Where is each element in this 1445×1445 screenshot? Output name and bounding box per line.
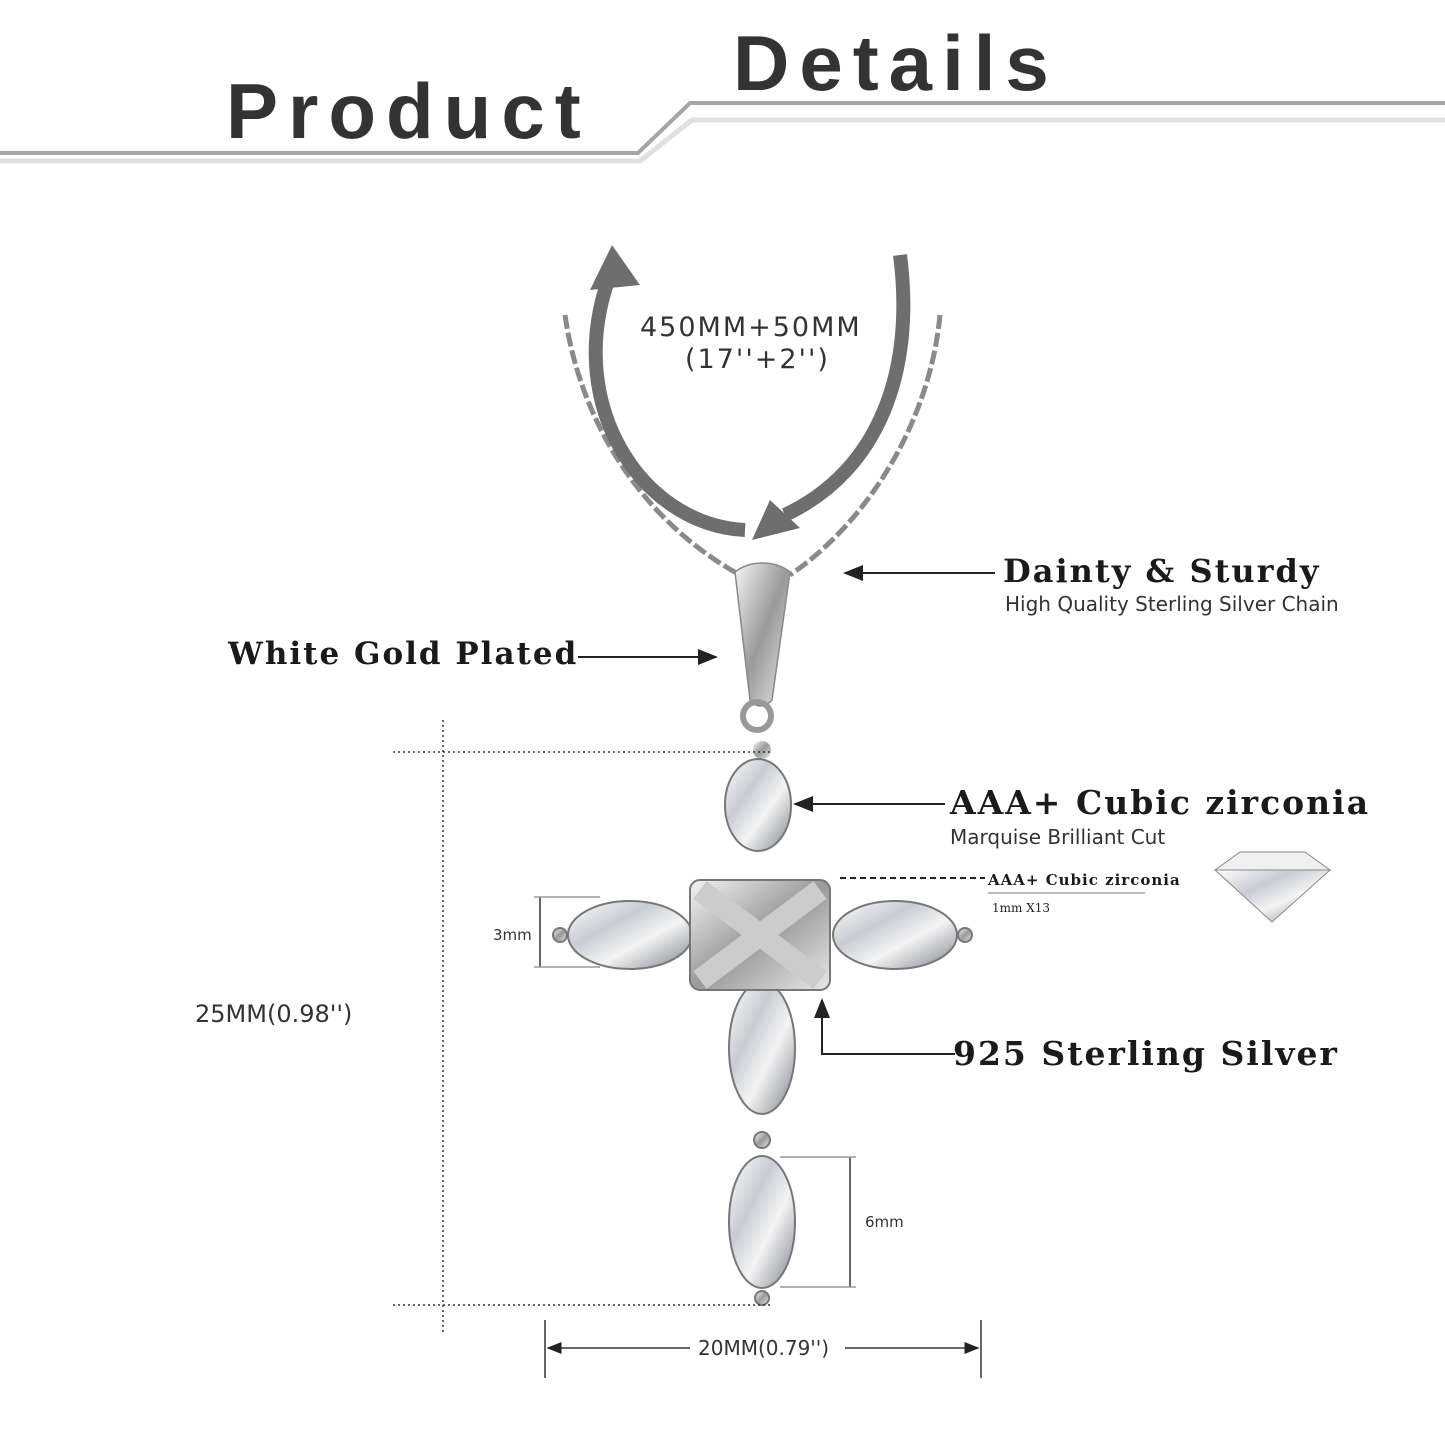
dimension-lines (393, 720, 982, 1378)
chain-subtitle: High Quality Sterling Silver Chain (1005, 592, 1339, 616)
cross-pendant (552, 758, 973, 1306)
chain (562, 314, 943, 578)
arrowhead-top (590, 245, 640, 290)
callout-lines (578, 565, 1145, 1055)
header-details: Details (733, 19, 1059, 107)
header-product: Product (226, 67, 591, 155)
diamond-image (1213, 851, 1332, 923)
stone-title: AAA+ Cubic zirconia (950, 783, 1371, 822)
chain-length-mm: 450MM+50MM (640, 312, 862, 343)
chain-length-arrow (588, 254, 911, 537)
small-stone-subtitle: 1mm X13 (992, 901, 1051, 915)
bail (734, 562, 791, 707)
arrowhead-bottom (752, 500, 800, 540)
chain-length-in: (17''+2'') (685, 344, 830, 375)
height-dimension: 25MM(0.98'') (195, 1000, 353, 1028)
metal-label: 925 Sterling Silver (953, 1034, 1339, 1073)
jump-ring (740, 699, 774, 733)
plating-label: White Gold Plated (228, 636, 579, 672)
stone-length-dimension: 6mm (865, 1213, 904, 1231)
width-dimension: 20MM(0.79'') (698, 1336, 830, 1360)
stone-subtitle: Marquise Brilliant Cut (950, 825, 1166, 849)
chain-title: Dainty & Sturdy (1003, 552, 1321, 590)
header-band (0, 101, 1445, 164)
small-stone-title: AAA+ Cubic zirconia (988, 871, 1181, 889)
stone-width-dimension: 3mm (493, 926, 532, 944)
